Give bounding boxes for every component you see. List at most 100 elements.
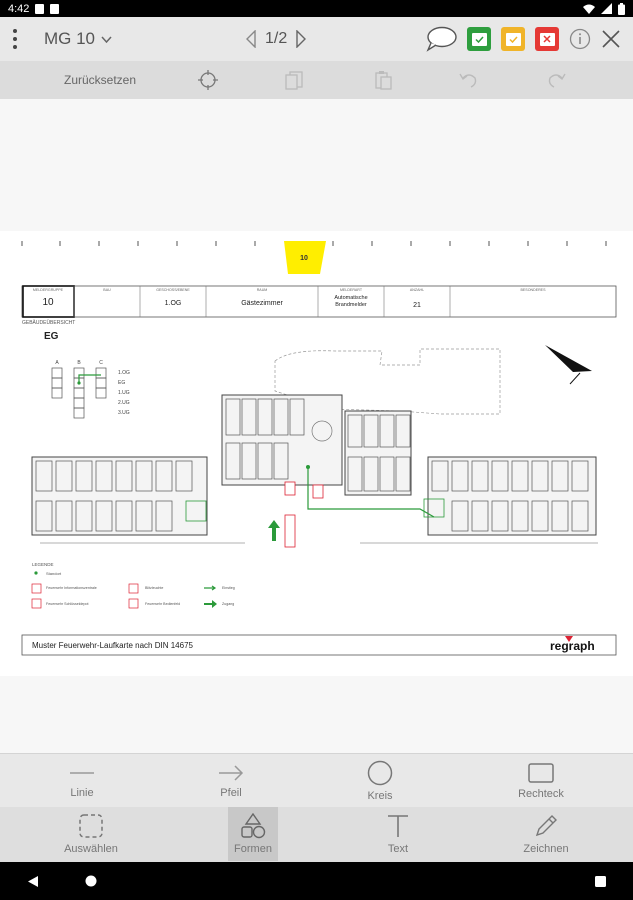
legend-blitz: Blitzleuchte xyxy=(145,586,163,590)
field-value-floor: 1.OG xyxy=(165,300,182,307)
info-icon[interactable] xyxy=(569,28,591,50)
field-label: MELDERART xyxy=(340,288,363,292)
arrow-icon xyxy=(219,765,244,781)
field-label: BAU xyxy=(103,288,111,292)
floor-plan-drawing: 10 MELDERGRUPPE BAU GESCHOSS/EBENE RAUM … xyxy=(21,241,617,656)
north-arrow-icon xyxy=(545,345,592,385)
circle-icon xyxy=(367,760,393,786)
text-icon xyxy=(388,815,408,837)
edit-toolbar: Zurücksetzen xyxy=(0,61,633,99)
legend-melder: Standort xyxy=(46,571,62,576)
line-tool-button[interactable]: Linie xyxy=(42,754,122,808)
check-icon xyxy=(508,35,518,43)
group-selector[interactable]: MG 10 xyxy=(44,29,112,49)
wifi-icon xyxy=(583,4,595,14)
status-bar: 4:42 xyxy=(0,0,633,17)
redo-icon[interactable] xyxy=(546,69,568,91)
check-icon xyxy=(474,35,484,43)
status-time: 4:42 xyxy=(8,2,30,15)
cross-icon xyxy=(543,35,551,43)
text-mode-button[interactable]: Text xyxy=(358,807,438,861)
legend-einstieg: Einstieg xyxy=(222,586,235,590)
field-value-detector: Automatische Brandmelder xyxy=(334,295,368,308)
mode-tabs-row: Auswählen Formen Text Zeichnen xyxy=(0,807,633,862)
next-page-icon[interactable] xyxy=(295,30,307,48)
field-value-room: Gästezimmer xyxy=(241,300,283,307)
overview-label: GEBÄUDEÜBERSICHT xyxy=(22,319,75,326)
group-title: MG 10 xyxy=(44,29,96,48)
shape-tools-row: Linie Pfeil Kreis Rechteck xyxy=(0,753,633,807)
reject-button[interactable] xyxy=(535,27,559,51)
copy-icon[interactable] xyxy=(283,69,305,91)
field-label: ANZAHL xyxy=(410,288,424,292)
arrow-tool-button[interactable]: Pfeil xyxy=(191,754,271,808)
page-indicator: 1/2 xyxy=(265,30,288,47)
rectangle-tool-button[interactable]: Rechteck xyxy=(501,754,581,808)
shapes-mode-label: Formen xyxy=(234,843,272,855)
shapes-icon xyxy=(241,813,266,839)
floor-1og: 1.OG xyxy=(118,370,130,376)
regraph-logo: regraph xyxy=(550,639,595,653)
building-col-a: A xyxy=(55,360,59,366)
floor-label: EG xyxy=(44,331,59,342)
select-mode-label: Auswählen xyxy=(64,843,118,855)
accept-button[interactable] xyxy=(467,27,491,51)
overflow-menu-icon[interactable] xyxy=(0,17,30,61)
legend-title: LEGENDE xyxy=(32,562,54,567)
select-mode-button[interactable]: Auswählen xyxy=(51,807,131,861)
pager: 1/2 xyxy=(245,17,307,61)
document-canvas[interactable]: 10 MELDERGRUPPE BAU GESCHOSS/EBENE RAUM … xyxy=(0,99,633,753)
crosshair-icon[interactable] xyxy=(197,69,219,91)
signal-icon xyxy=(601,3,612,14)
entry-arrow-icon xyxy=(268,520,280,541)
close-icon[interactable] xyxy=(601,29,621,49)
fire-brigade-route-card: 10 MELDERGRUPPE BAU GESCHOSS/EBENE RAUM … xyxy=(0,231,633,676)
pencil-icon xyxy=(535,815,557,837)
reset-button[interactable]: Zurücksetzen xyxy=(64,73,137,87)
line-tool-label: Linie xyxy=(70,787,94,799)
rectangle-icon xyxy=(528,763,554,783)
floor-1ug: 1.UG xyxy=(118,390,130,396)
floor-3ug: 3.UG xyxy=(118,410,130,416)
paste-icon[interactable] xyxy=(372,69,394,91)
building-col-c: C xyxy=(99,360,103,366)
back-icon[interactable] xyxy=(27,875,39,888)
field-label: RAUM xyxy=(257,288,268,292)
battery-icon xyxy=(618,2,625,15)
legend-fsd: Feuerwehr Schlüsseldepot xyxy=(46,602,89,606)
circle-tool-button[interactable]: Kreis xyxy=(340,754,420,808)
select-icon xyxy=(79,814,103,838)
comment-icon[interactable] xyxy=(425,26,457,52)
field-label: GESCHOSS/EBENE xyxy=(156,288,190,292)
home-icon[interactable] xyxy=(85,875,97,887)
draw-mode-label: Zeichnen xyxy=(523,843,569,855)
arrow-tool-label: Pfeil xyxy=(220,787,242,799)
recents-icon[interactable] xyxy=(595,876,606,887)
app-bar: MG 10 1/2 xyxy=(0,17,633,61)
system-nav-bar xyxy=(0,862,633,900)
partial-accept-button[interactable] xyxy=(501,27,525,51)
building-col-b: B xyxy=(77,360,81,366)
field-label: BESONDERES xyxy=(521,288,547,292)
floor-2ug: 2.UG xyxy=(118,400,130,406)
field-value-count: 21 xyxy=(413,302,421,309)
rectangle-tool-label: Rechteck xyxy=(518,788,564,800)
field-label: MELDERGRUPPE xyxy=(33,288,64,292)
shapes-mode-button[interactable]: Formen xyxy=(228,807,278,861)
legend-zugang: Zugang xyxy=(222,602,234,606)
group-marker-label: 10 xyxy=(300,255,308,262)
line-icon xyxy=(70,772,94,774)
chevron-down-icon xyxy=(101,35,112,43)
circle-tool-label: Kreis xyxy=(367,790,393,802)
shield-icon xyxy=(50,3,60,14)
draw-mode-button[interactable]: Zeichnen xyxy=(506,807,586,861)
legend-fbf: Feuerwehr Bedienfeld xyxy=(145,602,180,606)
group-marker xyxy=(284,241,326,274)
undo-icon[interactable] xyxy=(457,69,479,91)
text-mode-label: Text xyxy=(387,843,409,855)
field-value-group: 10 xyxy=(42,297,54,308)
previous-page-icon[interactable] xyxy=(245,30,257,48)
legend-fib: Feuerwehr Informationszentrale xyxy=(46,586,97,590)
notification-icon xyxy=(35,3,45,14)
card-footer-text: Muster Feuerwehr-Laufkarte nach DIN 1467… xyxy=(32,641,194,650)
